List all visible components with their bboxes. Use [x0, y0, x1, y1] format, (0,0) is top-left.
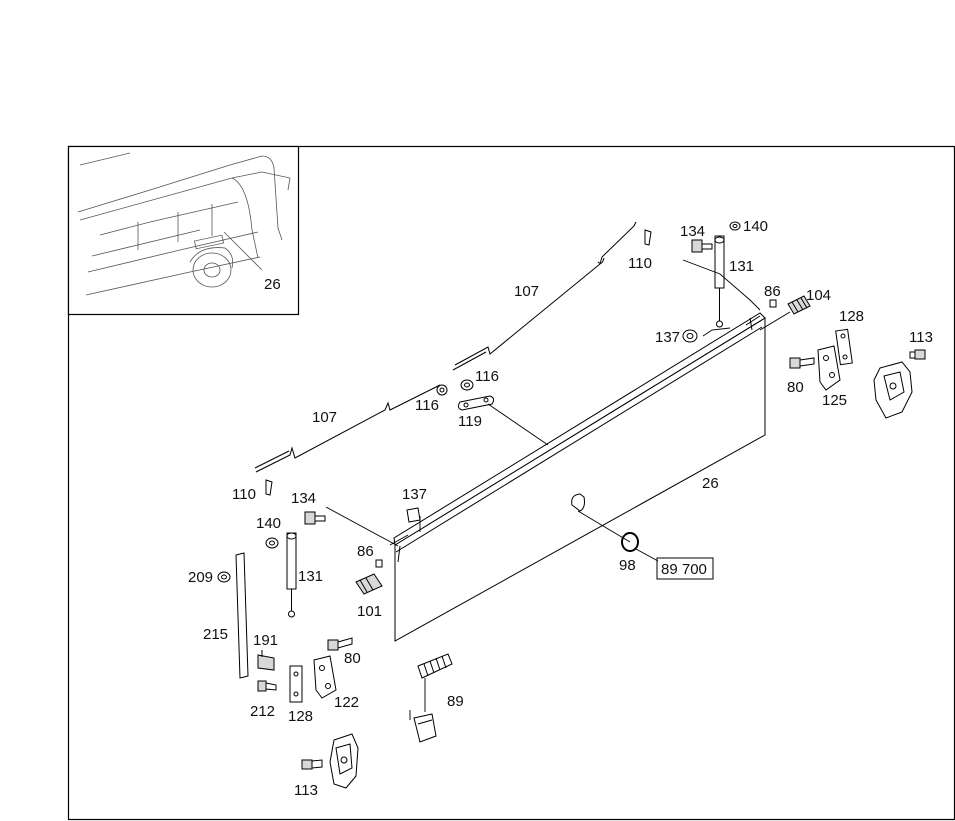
nut-116-left [436, 384, 448, 396]
label-137-lower: 137 [402, 486, 427, 503]
label-110-lower: 110 [232, 486, 256, 503]
label-107-upper: 107 [514, 283, 539, 300]
ring-98 [621, 532, 639, 552]
strip-215 [235, 552, 249, 679]
label-80-upper: 80 [787, 379, 804, 396]
label-140-upper: 140 [743, 218, 768, 235]
strap-128-upper [835, 328, 853, 366]
label-98: 98 [619, 557, 636, 574]
label-140-lower: 140 [256, 515, 281, 532]
clip-110-upper [644, 229, 652, 246]
label-101: 101 [357, 603, 382, 620]
plate-122 [313, 655, 337, 699]
label-128-upper: 128 [839, 308, 864, 325]
label-80-lower: 80 [344, 650, 361, 667]
label-113-upper: 113 [909, 329, 933, 346]
label-134-upper: 134 [680, 223, 705, 240]
strap-128-lower [289, 665, 303, 703]
label-107-lower: 107 [312, 409, 337, 426]
label-209: 209 [188, 569, 213, 586]
part-labels: 110 134 140 131 107 86 104 128 113 137 1… [188, 218, 933, 799]
label-86-upper: 86 [764, 283, 781, 300]
gas-spring-131-upper [714, 235, 725, 328]
label-131-upper: 131 [729, 258, 754, 275]
nut-137-lower [406, 507, 421, 523]
link-119 [457, 395, 495, 411]
clip-191 [257, 650, 275, 671]
label-191: 191 [253, 632, 278, 649]
label-134-lower: 134 [291, 490, 316, 507]
lock-113-lower [301, 733, 359, 789]
label-116-right: 116 [475, 368, 499, 385]
label-116-left: 116 [415, 397, 439, 414]
label-113-lower: 113 [294, 782, 318, 799]
label-212: 212 [250, 703, 275, 720]
block-104 [787, 295, 811, 315]
label-104: 104 [806, 287, 831, 304]
label-125: 125 [822, 392, 847, 409]
washer-140-upper [729, 221, 741, 231]
label-26: 26 [702, 475, 719, 492]
rod-107-lower [254, 384, 441, 473]
nut-137-upper [682, 329, 698, 343]
bolt-134-upper [691, 239, 713, 253]
flap-panel-26 [389, 312, 766, 642]
inset-label: 26 [264, 276, 281, 293]
label-137-upper: 137 [655, 329, 680, 346]
plate-125 [817, 345, 841, 391]
leader-lines [325, 259, 791, 720]
strip-89 [413, 653, 453, 743]
pin-86-upper [769, 299, 777, 308]
label-89: 89 [447, 693, 464, 710]
bolt-80-upper [789, 357, 815, 369]
screw-212 [257, 680, 277, 692]
pin-86-lower [375, 559, 383, 568]
label-110-upper: 110 [628, 255, 652, 272]
clip-110-lower [265, 479, 273, 496]
bolt-134-lower [304, 511, 326, 525]
label-119: 119 [458, 413, 482, 430]
gas-spring-131-lower [286, 532, 297, 618]
bus-inset: 26 [67, 145, 300, 316]
label-131-lower: 131 [298, 568, 323, 585]
label-215: 215 [203, 626, 228, 643]
bolt-80-lower [327, 637, 353, 651]
label-122: 122 [334, 694, 359, 711]
callout-box-89700 [656, 557, 714, 580]
block-101 [355, 573, 383, 595]
label-89700: 89 700 [661, 561, 707, 578]
label-86-lower: 86 [357, 543, 374, 560]
lock-113-upper [873, 349, 926, 419]
label-128-lower: 128 [288, 708, 313, 725]
nut-116-right [460, 379, 474, 391]
washer-209 [217, 571, 231, 583]
washer-140-lower [265, 537, 279, 549]
rod-107-upper [452, 221, 637, 371]
